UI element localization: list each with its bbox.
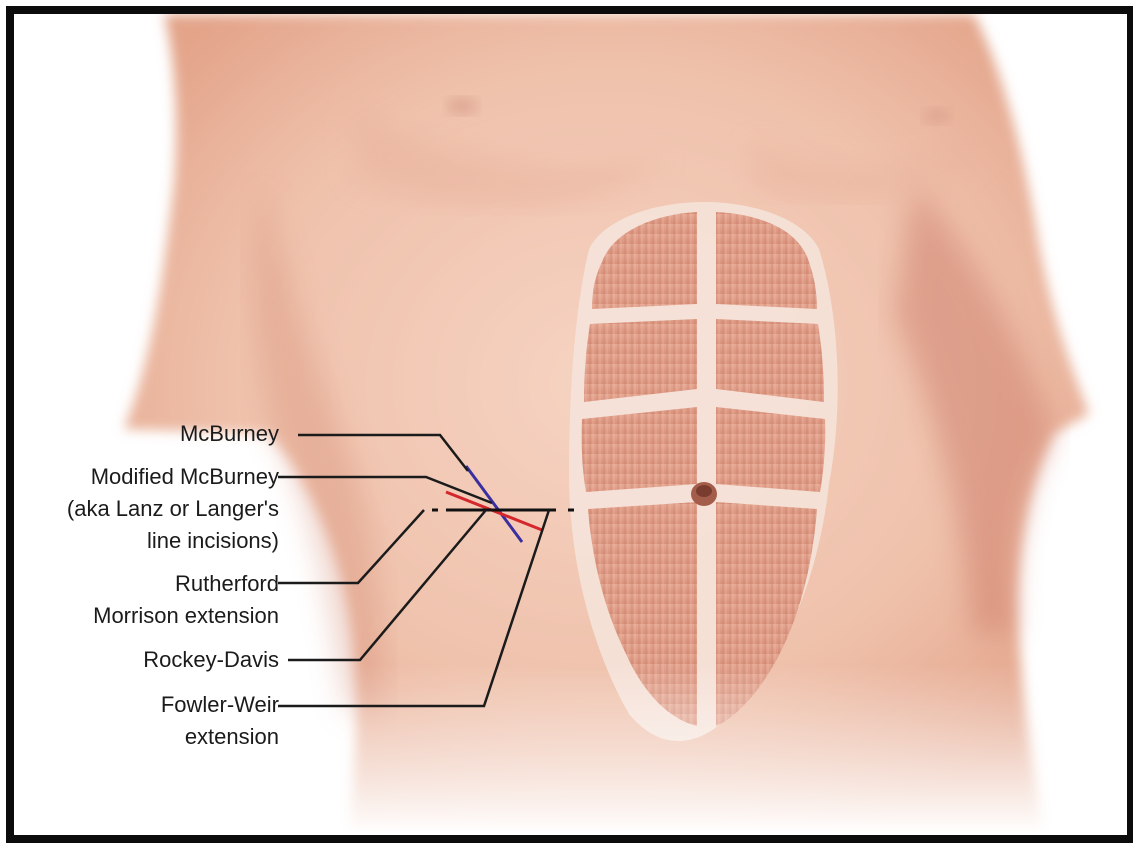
- label-modified-mcburney: Modified McBurney (aka Lanz or Langer's …: [67, 461, 279, 557]
- figure-frame: McBurney Modified McBurney (aka Lanz or …: [6, 6, 1133, 843]
- label-rockey-davis: Rockey-Davis: [143, 644, 279, 676]
- label-fowler-weir: Fowler-Weir extension: [161, 689, 279, 753]
- label-rutherford-morrison: Rutherford Morrison extension: [93, 568, 279, 632]
- label-mcburney: McBurney: [180, 418, 279, 450]
